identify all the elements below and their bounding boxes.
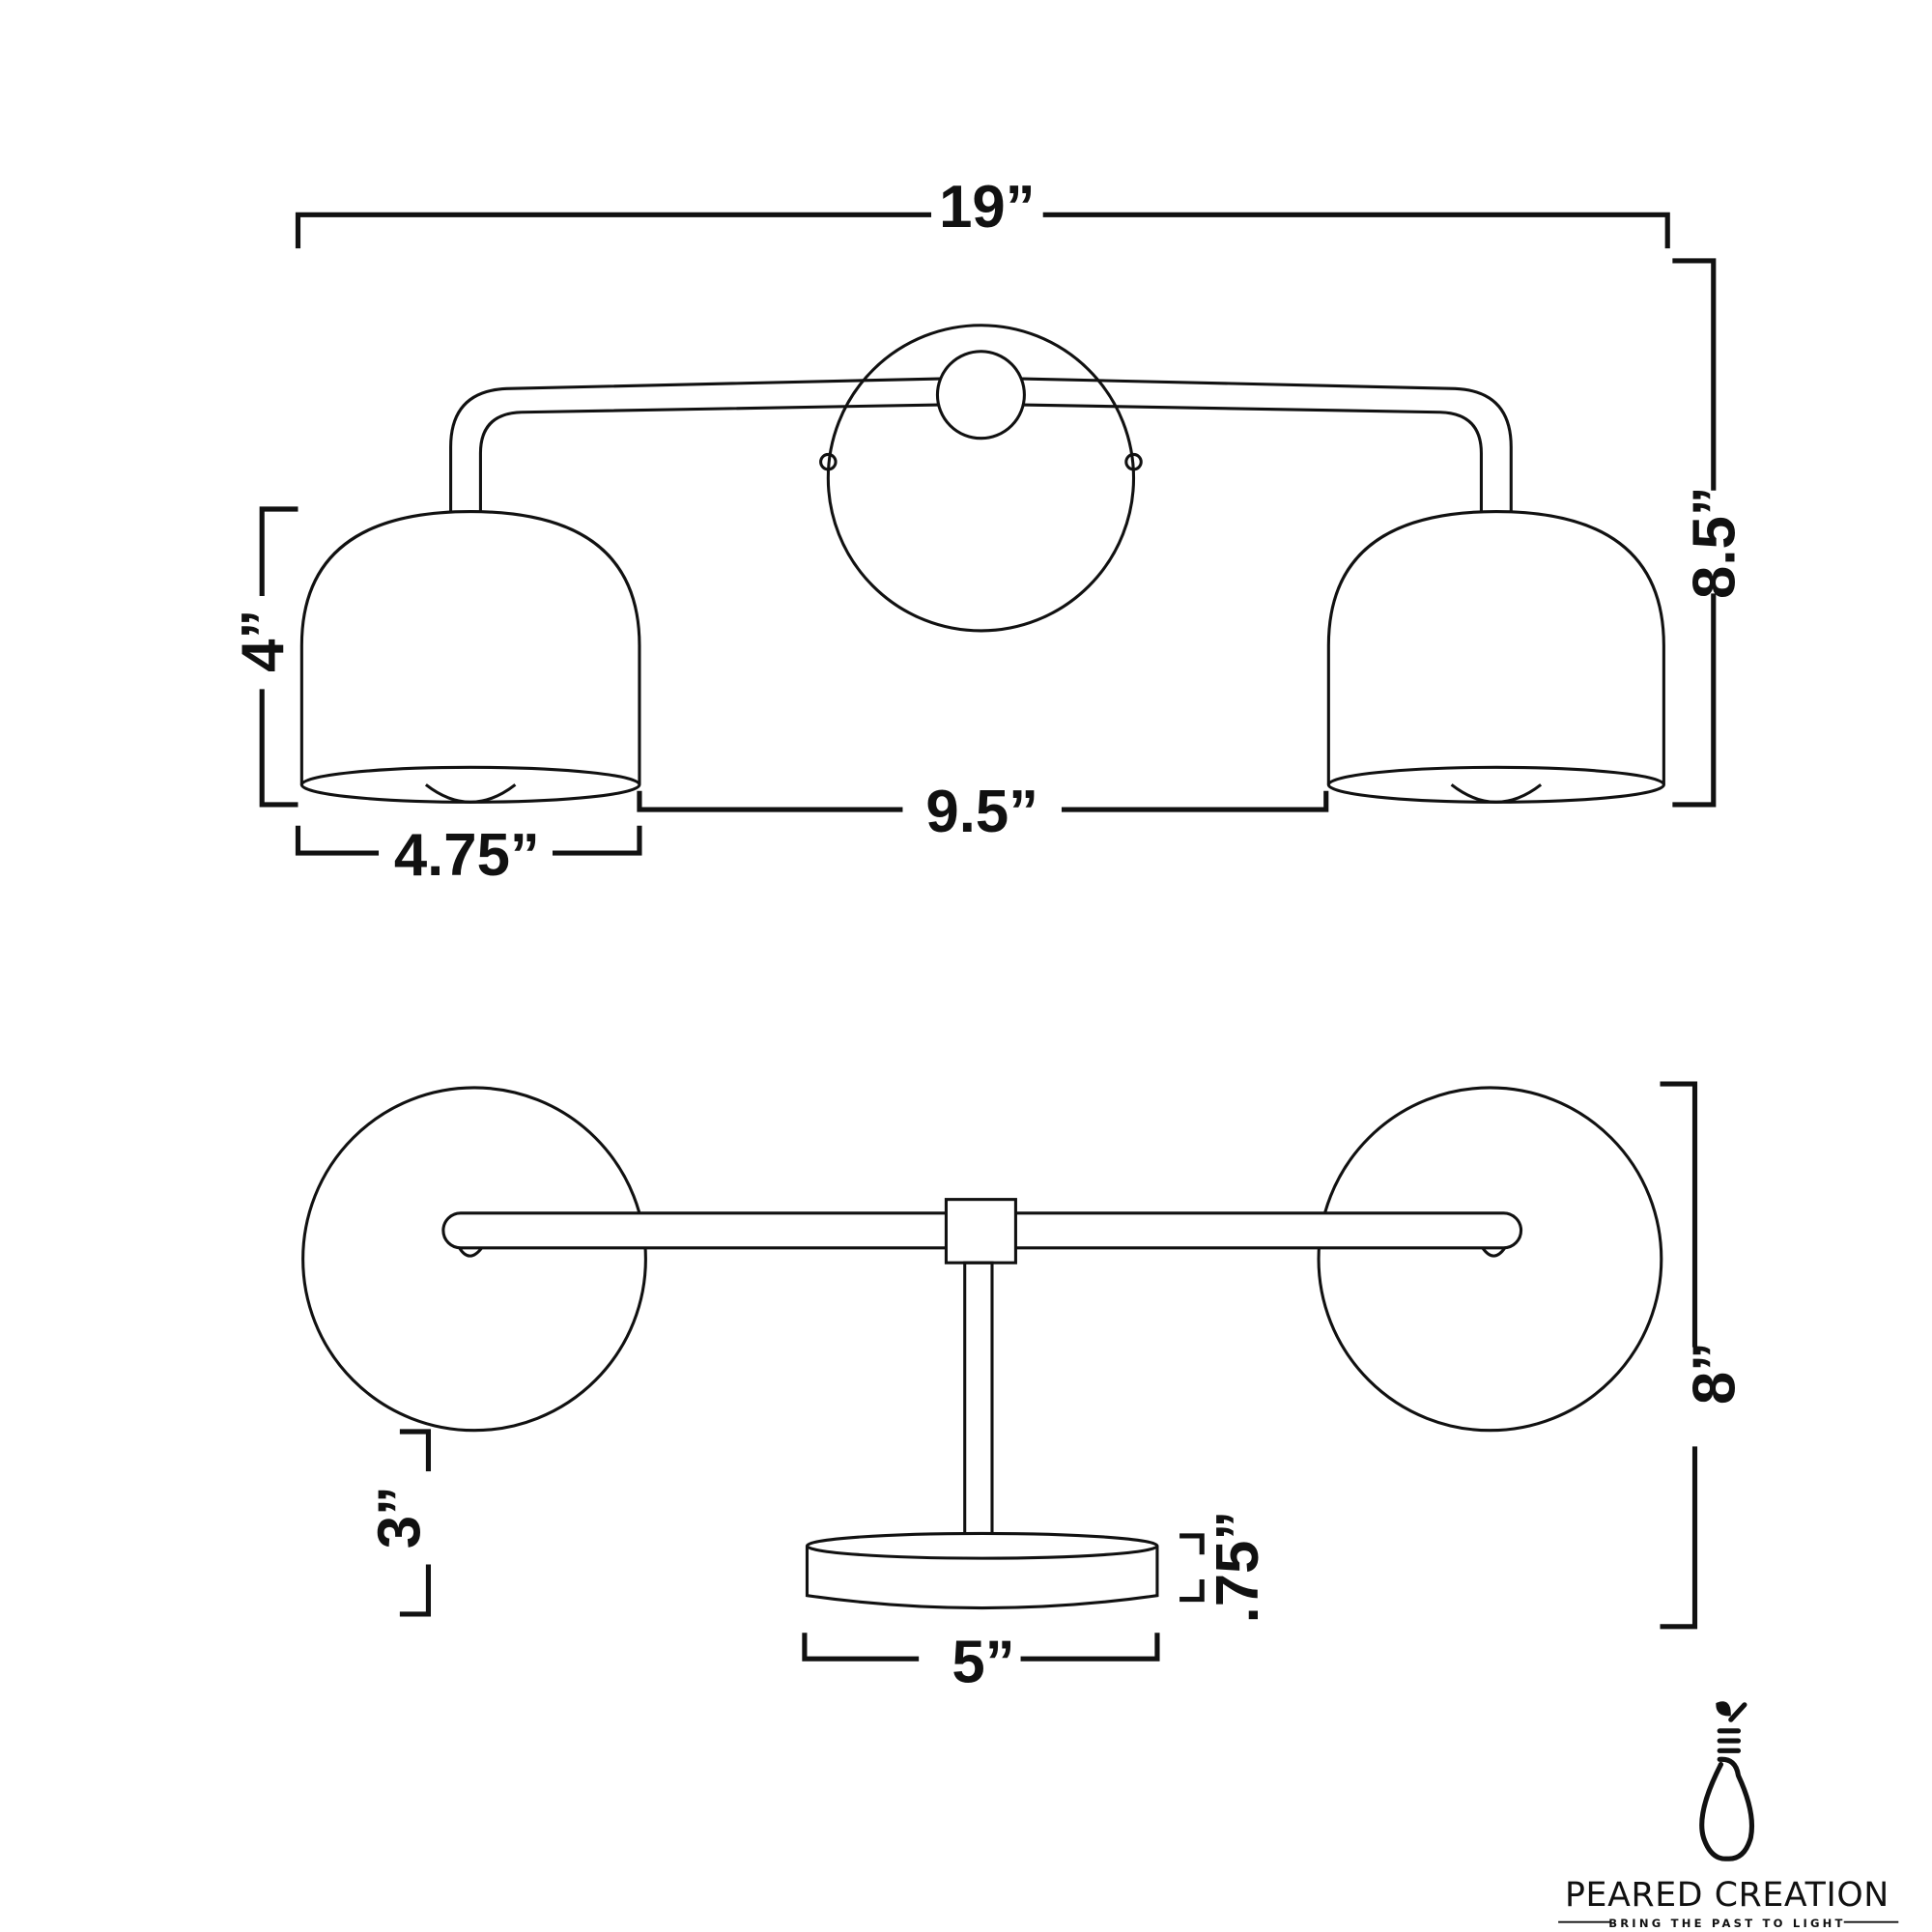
- front-view: 19” 8.5” 4” 4.75” 9.5”: [230, 174, 1748, 889]
- brand-logo: PEARED CREATION BRING THE PAST TO LIGHT: [1558, 1701, 1899, 1930]
- depth-label: 8”: [1682, 1342, 1748, 1405]
- backplate-diameter-label: 5”: [952, 1630, 1014, 1696]
- left-shade: [299, 510, 641, 804]
- pear-bulb-icon: [1699, 1701, 1755, 1861]
- stem: [963, 1261, 994, 1544]
- shade-spacing-dimension: 9.5”: [637, 779, 1329, 845]
- brand-name: PEARED CREATION: [1565, 1876, 1889, 1915]
- overall-height-dimension: 8.5”: [1672, 258, 1748, 808]
- brand-tagline: BRING THE PAST TO LIGHT: [1608, 1917, 1845, 1930]
- canopy: [819, 324, 1143, 633]
- depth-dimension: 8”: [1660, 1081, 1748, 1630]
- shade-offset-dimension: 3”: [366, 1429, 433, 1617]
- overall-height-label: 8.5”: [1682, 486, 1748, 599]
- right-shade-top: [1317, 1086, 1663, 1433]
- center-block: [944, 1198, 1017, 1264]
- arm: [449, 350, 1513, 512]
- shade-width-dimension: 4.75”: [295, 822, 642, 889]
- top-view: 8” 3” .75” 5”: [301, 1081, 1748, 1696]
- shade-height-dimension: 4”: [230, 506, 298, 808]
- left-shade-top: [301, 1086, 647, 1433]
- shade-height-label: 4”: [230, 610, 297, 672]
- shade-offset-label: 3”: [366, 1486, 433, 1548]
- overall-width-label: 19”: [939, 174, 1035, 241]
- overall-width-dimension: 19”: [295, 174, 1670, 249]
- backplate-diameter-dimension: 5”: [802, 1630, 1160, 1696]
- backplate-thickness-label: .75”: [1205, 1511, 1271, 1624]
- shade-spacing-label: 9.5”: [925, 779, 1038, 845]
- right-shade: [1326, 510, 1665, 804]
- backplate: [805, 1531, 1159, 1610]
- backplate-thickness-dimension: .75”: [1179, 1511, 1271, 1624]
- shade-width-label: 4.75”: [394, 822, 540, 889]
